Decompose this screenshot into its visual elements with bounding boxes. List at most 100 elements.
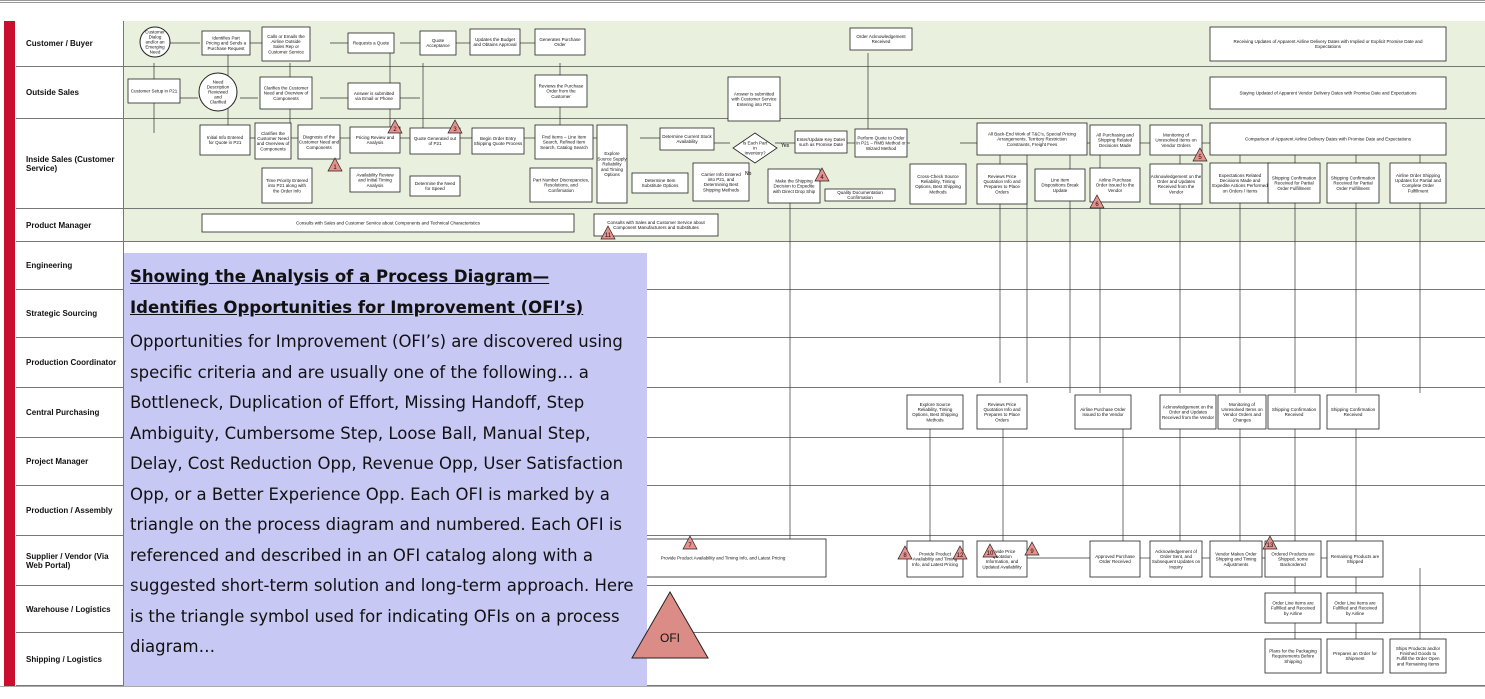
process-step-label: Make the Shipping — [775, 178, 813, 183]
process-step-label: Availability Review — [356, 172, 394, 177]
process-step-label: Expedite Actions Performed — [1212, 183, 1268, 188]
process-step-label: Reviews Price — [988, 402, 1017, 407]
process-step-label: Confirmation — [847, 195, 873, 200]
process-step-label: Acknowledgement on the — [1163, 404, 1214, 409]
process-step-label: Received — [1285, 412, 1304, 417]
process-step-label: Order Acknowledgement — [856, 34, 906, 39]
process-step-label: Enter/Update Key Dates — [797, 137, 846, 142]
ofi-marker-number: 2 — [393, 127, 397, 133]
ofi-marker-icon: 7 — [682, 535, 698, 550]
process-step-label: Ships Products and/or — [1396, 646, 1441, 651]
process-step-label: Airline Outside — [271, 39, 301, 44]
process-step-label: Prepares to Place — [984, 412, 1020, 417]
process-step-label: Determine Item — [645, 178, 676, 183]
process-step-label: Quote Generated out — [414, 136, 457, 141]
ofi-triangle-icon: OFI — [631, 590, 709, 659]
process-step-label: Remaining Products are — [1331, 554, 1380, 559]
vertical-title-bar — [4, 21, 15, 686]
process-step-label: Need and Overview of — [264, 91, 309, 96]
process-step-label: Reviews the Purchase — [539, 83, 584, 88]
ofi-marker-icon: 11 — [600, 225, 616, 240]
node-label: Need — [213, 80, 224, 85]
process-step-label: Reliability, Timing — [918, 407, 953, 412]
process-step-label: and Obtains Approval — [473, 42, 516, 47]
process-step-label: Received for Partial — [1333, 181, 1372, 186]
process-step-label: Quotation Info and — [983, 407, 1021, 412]
process-step-label: Received from the Vendor — [1162, 415, 1215, 420]
process-step-label: Fulfill the Order Open — [1396, 656, 1440, 661]
process-step-label: Part Number Discrepancies, — [533, 177, 589, 182]
process-step-label: Decision to Expedite — [773, 184, 815, 189]
process-step-label: Order Line Items are — [1272, 600, 1314, 605]
decision-label: Inventory? — [744, 151, 766, 156]
process-step-label: Explore Source — [920, 402, 951, 407]
lane-label: Engineering — [16, 242, 124, 289]
ofi-marker-icon: 3 — [447, 119, 463, 134]
process-step-label: All Purchasing and — [1096, 132, 1134, 137]
process-step-label: Comparison of Apparent Airline Delivery … — [1245, 137, 1412, 142]
process-step-label: Resolutions, and — [544, 183, 578, 188]
process-step-label: Approved Purchase — [1095, 554, 1135, 559]
process-step-label: Customer Need and — [299, 140, 340, 145]
process-step-label: Quote — [432, 38, 445, 43]
process-step-label: Requirements Before — [1272, 654, 1315, 659]
process-step-label: Requests a Quote — [353, 41, 390, 46]
process-step-label: Search, Catalog Search — [540, 145, 588, 150]
node-label: Dialog — [149, 35, 162, 40]
process-step-label: of P21 — [428, 141, 442, 146]
process-step-label: Shipping Confirmation — [1331, 407, 1376, 412]
process-step-label: Diagnosis of the — [303, 134, 336, 139]
process-step-label: Fulfilled and Received — [1333, 606, 1378, 611]
process-step-label: Methods — [926, 417, 944, 422]
ofi-marker-number: 1 — [333, 165, 337, 171]
process-step-label: Reliability, Timing — [921, 179, 956, 184]
process-step-label: Quality Documentation — [837, 190, 883, 195]
process-step-label: Expectations — [1315, 44, 1342, 49]
process-step-label: Vendor Orders — [1161, 143, 1191, 148]
process-step-label: Acceptance — [426, 43, 450, 48]
lane-label: Supplier / Vendor (Via Web Portal) — [16, 536, 124, 585]
process-step-label: Options, Best Shipping — [912, 412, 958, 417]
process-step-label: Received — [1344, 412, 1363, 417]
ofi-marker-number: 13 — [1267, 543, 1274, 549]
process-step-label: Order from the — [546, 89, 576, 94]
process-step-label: via Email or Phone — [355, 96, 393, 101]
process-step-label: Staying Updated of Apparent Vendor Deliv… — [1239, 91, 1417, 96]
process-step: All Back-End Work of T&C's, Special Pric… — [976, 122, 1088, 156]
process-step-label: Pricing and Sends a — [206, 41, 247, 46]
process-step-label: Determine the Need — [415, 181, 456, 186]
ofi-explanation-panel: Showing the Analysis of a Process Diagra… — [124, 253, 709, 687]
ofi-marker-icon: 1 — [327, 157, 343, 172]
process-step-label: Time Priority Entered — [266, 178, 309, 183]
process-step-label: Entering into P21 — [737, 102, 772, 107]
process-step-label: with Direct Drop Ship — [773, 189, 816, 194]
ofi-marker-icon: 4 — [814, 167, 830, 182]
process-step-label: Monitoring of — [1229, 402, 1256, 407]
process-step-label: Monitoring of — [1163, 132, 1190, 137]
